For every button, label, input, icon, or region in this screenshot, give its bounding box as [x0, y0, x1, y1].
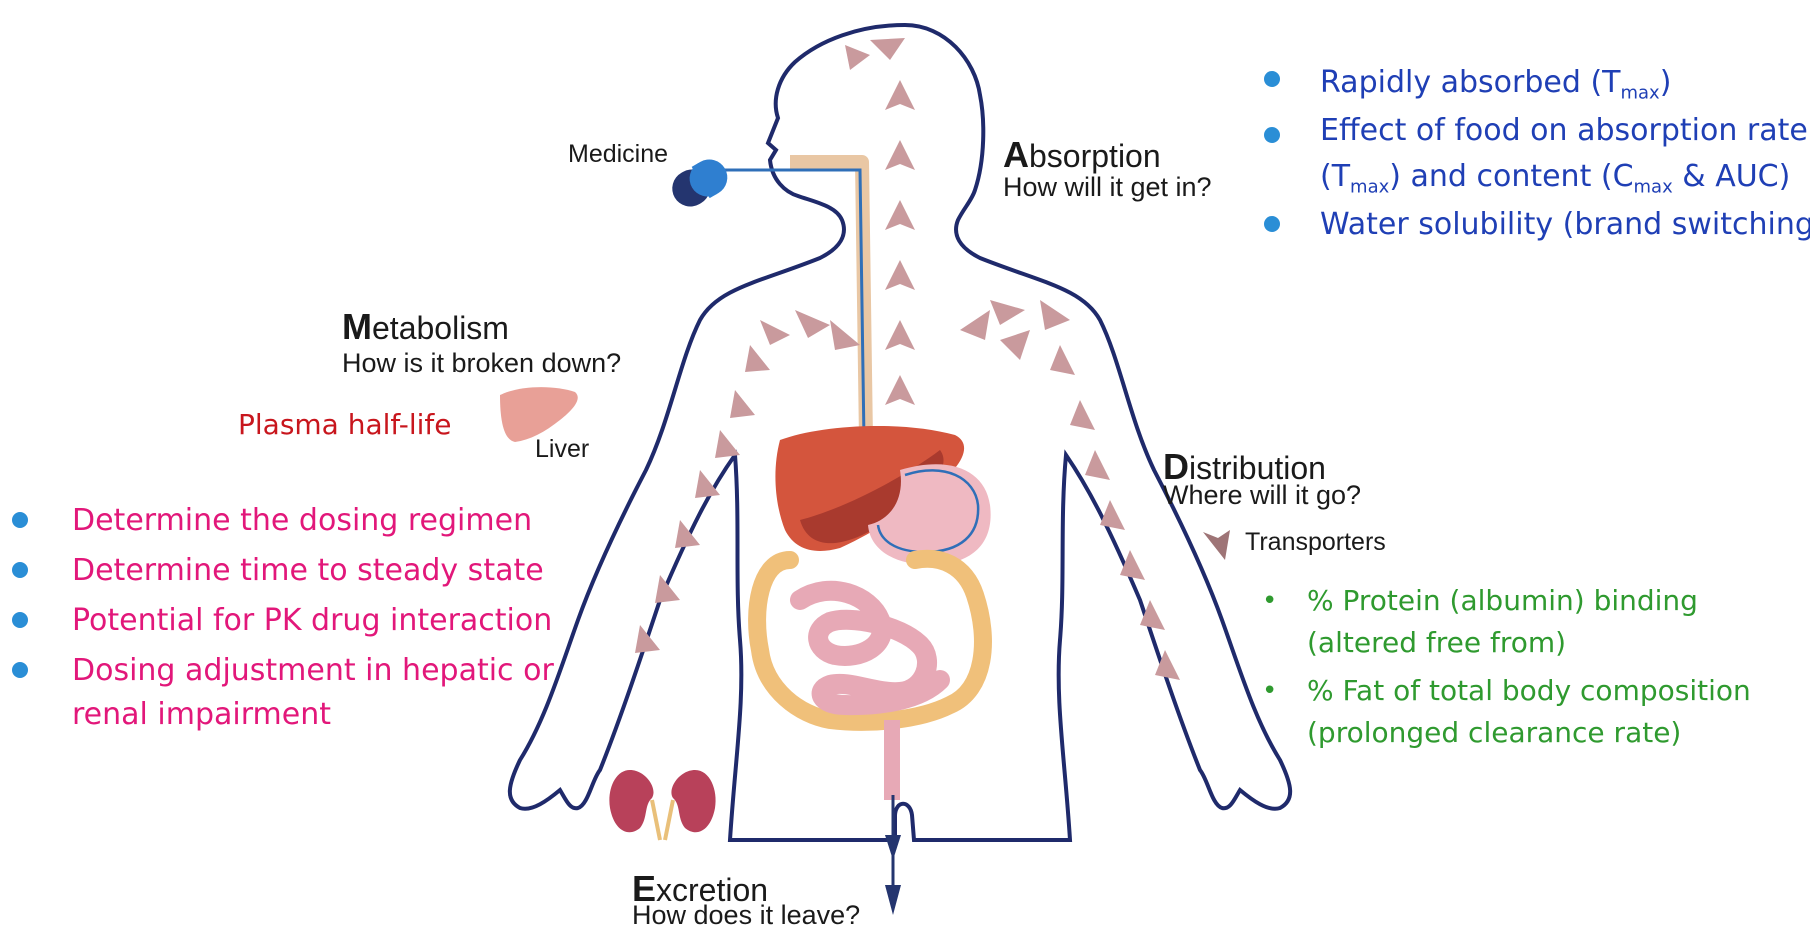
medicine-label: Medicine [568, 140, 668, 169]
metabolism-question: How is it broken down? [342, 348, 621, 378]
metabolism-note-4-cont: renal impairment [10, 690, 554, 740]
liver-icon [500, 387, 578, 442]
metabolism-note-1: Determine the dosing regimen [10, 496, 554, 546]
distribution-notes: •% Protein (albumin) binding (altered fr… [1262, 580, 1751, 754]
absorption-notes: Rapidly absorbed (Tmax) Effect of food o… [1258, 60, 1810, 248]
transporter-arrow-icon [1203, 530, 1230, 560]
distribution-note-1-cont: (altered free from) [1262, 622, 1751, 664]
distribution-note-2-cont: (prolonged clearance rate) [1262, 712, 1751, 754]
absorption-question: How will it get in? [1003, 172, 1212, 202]
absorption-note-2: Effect of food on absorption rate [1258, 108, 1810, 154]
pill-icon [666, 153, 734, 213]
bullet-dot-icon: • [1262, 670, 1277, 712]
absorption-heading: Absorption [1003, 138, 1161, 173]
bullet-dot-icon: • [1262, 580, 1277, 622]
absorption-note-2-cont: (Tmax) and content (Cmax & AUC) [1258, 154, 1810, 200]
metabolism-note-4: Dosing adjustment in hepatic or [10, 646, 554, 696]
distribution-note-1: •% Protein (albumin) binding [1262, 580, 1751, 622]
liver-label: Liver [535, 435, 589, 464]
distribution-note-2: •% Fat of total body composition [1262, 670, 1751, 712]
absorption-note-3: Water solubility (brand switching) [1258, 202, 1810, 248]
transporters-label: Transporters [1245, 528, 1386, 557]
metabolism-note-2: Determine time to steady state [10, 546, 554, 596]
metabolism-notes: Determine the dosing regimen Determine t… [10, 496, 554, 740]
excretion-arrowhead-1 [885, 835, 901, 860]
excretion-arrowhead-2 [885, 885, 901, 915]
kidney-icon [609, 770, 715, 840]
plasma-half-life-label: Plasma half-life [238, 408, 452, 441]
metabolism-heading: Metabolism [342, 310, 509, 345]
metabolism-note-3: Potential for PK drug interaction [10, 596, 554, 646]
excretion-question: How does it leave? [632, 900, 860, 930]
absorption-note-1: Rapidly absorbed (Tmax) [1258, 60, 1810, 106]
distribution-question: Where will it go? [1163, 480, 1361, 510]
